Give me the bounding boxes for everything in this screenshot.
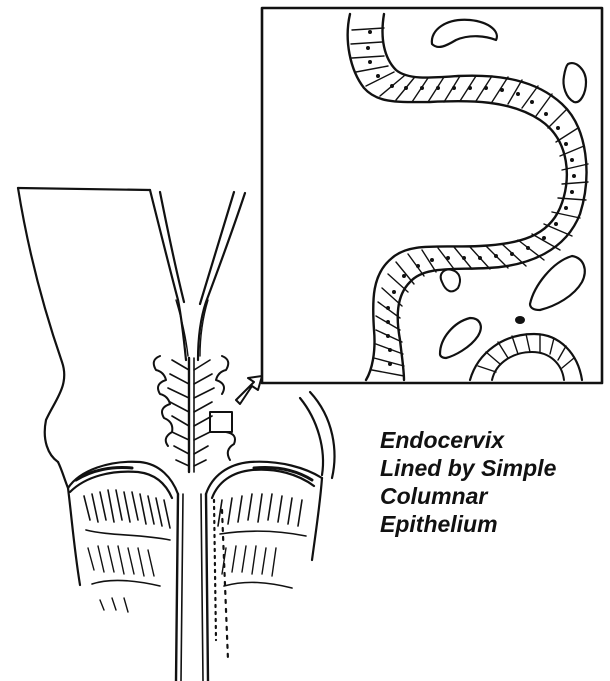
gland-section xyxy=(470,334,582,380)
caption-line-3: Columnar xyxy=(380,482,605,510)
gland-section xyxy=(432,20,497,47)
caption-line-4: Epithelium xyxy=(380,510,605,538)
gland-section xyxy=(530,256,585,310)
caption-line-2: Lined by Simple xyxy=(380,454,605,482)
gland-section xyxy=(441,270,460,292)
figure-caption: Endocervix Lined by Simple Columnar Epit… xyxy=(380,426,605,538)
histology-inset xyxy=(262,8,602,383)
uterus-cervix-drawing xyxy=(18,188,334,681)
caption-line-1: Endocervix xyxy=(380,426,605,454)
gland-lumen-dot xyxy=(515,316,525,324)
epithelium-inner-edge xyxy=(383,14,587,380)
gland-section xyxy=(563,63,586,102)
gland-section xyxy=(440,318,481,358)
